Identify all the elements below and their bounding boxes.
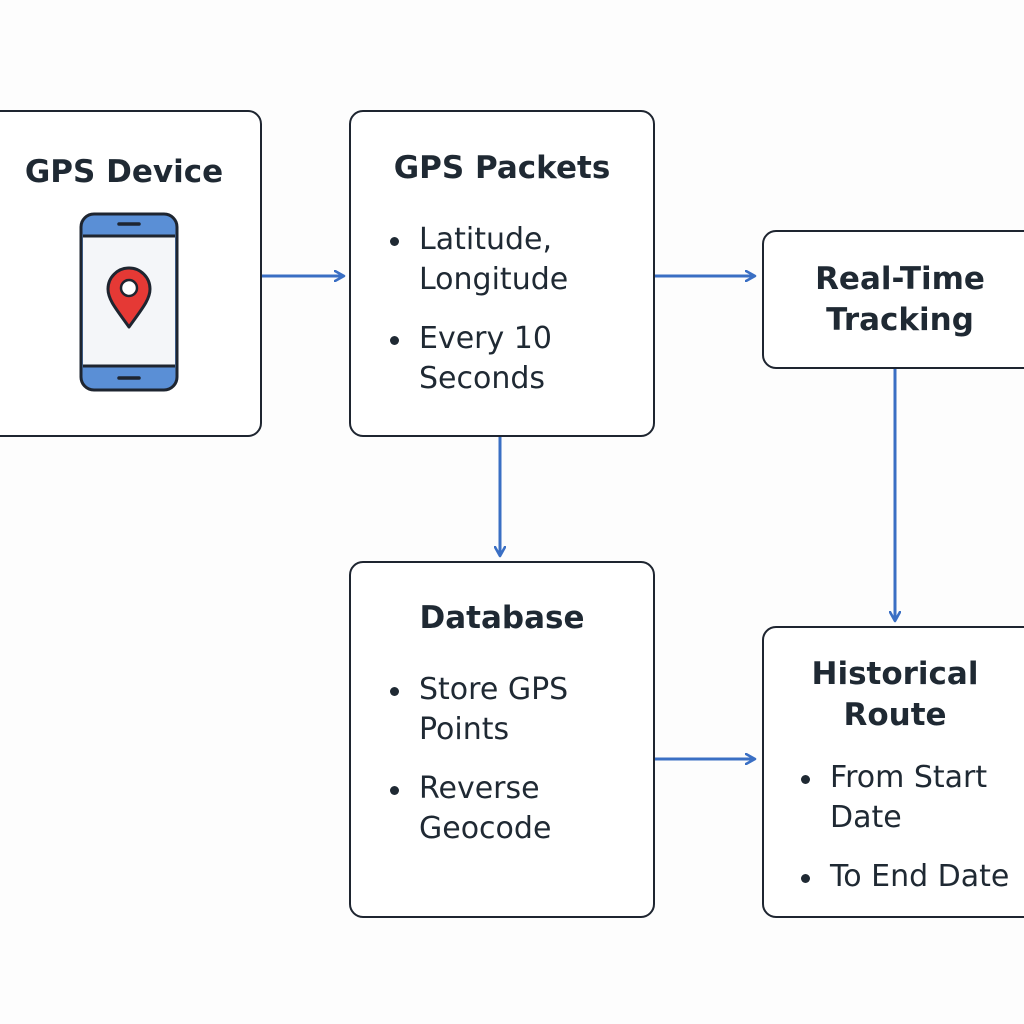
node-gps-packets: GPS Packets Latitude, Longitude Every 10… — [349, 110, 655, 437]
node-title: GPS Packets — [393, 150, 611, 186]
node-historical-route: Historical Route From Start Date To End … — [762, 626, 1024, 918]
bullet-item: Reverse Geocode — [387, 769, 568, 849]
title-line: Historical — [811, 656, 979, 692]
bullet-list: From Start Date To End Date — [798, 758, 1009, 897]
node-title: Real-Time Tracking — [764, 259, 1024, 341]
bullet-text: To End Date — [830, 859, 1010, 894]
bullet-text: Latitude, — [419, 222, 553, 257]
bullet-text: Longitude — [419, 262, 569, 297]
bullet-text: Store GPS — [419, 672, 569, 707]
node-title: Historical Route — [764, 654, 1024, 736]
bullet-item: Latitude, Longitude — [387, 220, 568, 300]
bullet-text: Seconds — [419, 361, 546, 396]
bullet-item: From Start Date — [798, 758, 1009, 838]
bullet-text: Points — [419, 712, 510, 747]
bullet-text: Geocode — [419, 811, 552, 846]
bullet-text: From Start — [830, 760, 988, 795]
bullet-item: Store GPS Points — [387, 670, 568, 750]
node-real-time-tracking: Real-Time Tracking — [762, 230, 1024, 369]
node-title: Database — [419, 600, 585, 636]
bullet-item: To End Date — [798, 857, 1009, 897]
node-title: GPS Device — [24, 154, 224, 190]
title-line: Tracking — [826, 302, 974, 338]
bullet-item: Every 10 Seconds — [387, 319, 568, 399]
bullet-text: Date — [830, 800, 902, 835]
title-line: Real-Time — [815, 261, 985, 297]
node-database: Database Store GPS Points Reverse Geocod… — [349, 561, 655, 918]
bullet-list: Latitude, Longitude Every 10 Seconds — [387, 220, 568, 399]
bullet-list: Store GPS Points Reverse Geocode — [387, 670, 568, 849]
smartphone-location-pin-icon — [79, 212, 179, 392]
title-line: Route — [843, 697, 947, 733]
bullet-text: Reverse — [419, 771, 540, 806]
bullet-text: Every 10 — [419, 321, 552, 356]
